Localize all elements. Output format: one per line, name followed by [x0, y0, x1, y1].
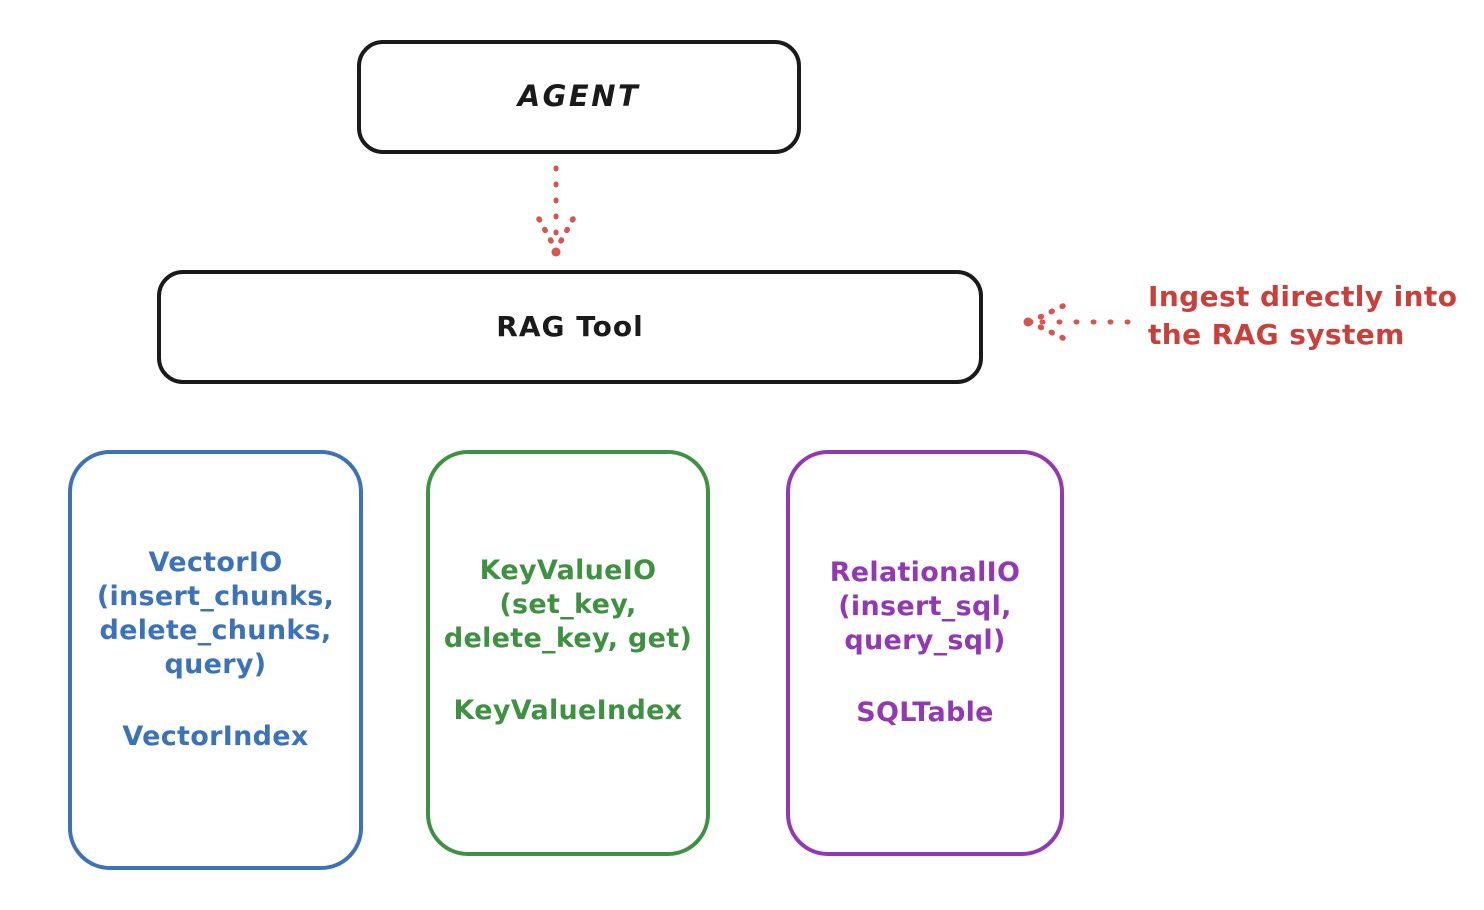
node-agent-label: AGENT — [517, 79, 641, 114]
connector-agent-to-rag-tool-head-right — [553, 216, 576, 253]
node-rag-tool[interactable]: RAG Tool — [157, 270, 983, 384]
connector-ingest-to-rag-tool — [1023, 303, 1131, 341]
node-agent[interactable]: AGENT — [357, 40, 801, 154]
node-vector-io-api-label: VectorIO (insert_chunks, delete_chunks, … — [96, 547, 335, 681]
node-relational-io[interactable]: RelationalIO (insert_sql, query_sql) SQL… — [786, 450, 1064, 856]
connector-agent-to-rag-tool-head-left — [536, 216, 559, 253]
node-key-value-io-index-label: KeyValueIndex — [453, 695, 683, 727]
node-vector-io[interactable]: VectorIO (insert_chunks, delete_chunks, … — [68, 450, 363, 870]
node-rag-tool-label: RAG Tool — [496, 309, 644, 343]
connector-ingest-to-rag-tool-tip — [1023, 317, 1033, 327]
connector-agent-to-rag-tool-tip — [551, 247, 561, 257]
connector-ingest-to-rag-tool-head-top — [1027, 303, 1066, 325]
node-key-value-io-api-label: KeyValueIO (set_key, delete_key, get) — [443, 555, 693, 655]
node-relational-io-api-label: RelationalIO (insert_sql, query_sql) — [829, 557, 1021, 657]
node-vector-io-index-label: VectorIndex — [122, 721, 309, 753]
annotation-ingest: Ingest directly into the RAG system — [1148, 280, 1458, 351]
connector-ingest-to-rag-tool-head-bottom — [1027, 319, 1066, 341]
node-key-value-io[interactable]: KeyValueIO (set_key, delete_key, get) Ke… — [426, 450, 710, 856]
node-relational-io-index-label: SQLTable — [856, 697, 994, 729]
connector-agent-to-rag-tool — [536, 165, 576, 257]
